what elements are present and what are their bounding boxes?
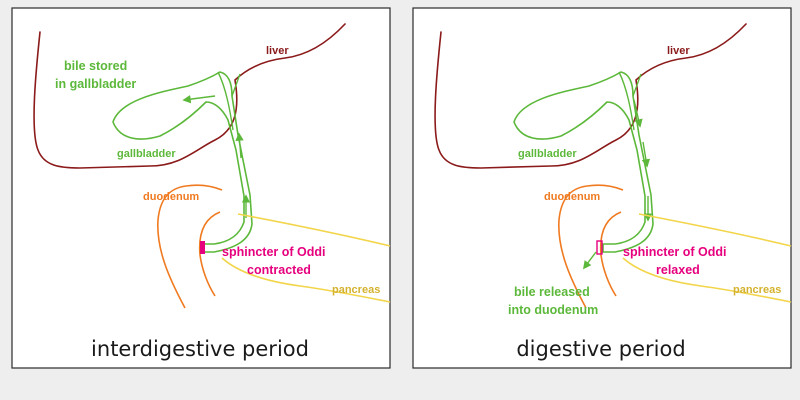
label-in-gallbladder: in gallbladder	[55, 77, 136, 91]
gallbladder-duct-outline	[112, 71, 253, 253]
sphincter-of-oddi-relaxed	[596, 240, 603, 255]
label-duodenum: duodenum	[143, 191, 199, 203]
pancreas-outline	[622, 213, 792, 303]
label-into-duodenum: into duodenum	[508, 303, 598, 317]
caption-interdigestive: interdigestive period	[91, 337, 309, 361]
label-duodenum: duodenum	[544, 191, 600, 203]
bile-flow-arrow	[182, 94, 216, 104]
duodenum-outer	[558, 185, 588, 309]
panel-digestive: liver gallbladder duodenum sphincter of …	[412, 7, 792, 369]
label-bile-released: bile released	[514, 285, 590, 299]
hepatic-duct	[217, 71, 241, 131]
bile-flow-arrow	[641, 141, 651, 168]
hepatic-duct	[618, 71, 642, 131]
label-relaxed: relaxed	[656, 263, 700, 277]
panel-background	[412, 7, 792, 369]
label-liver: liver	[266, 45, 289, 57]
label-liver: liver	[667, 45, 690, 57]
label-gallbladder: gallbladder	[518, 148, 577, 160]
sphincter-of-oddi-contracted	[200, 241, 205, 254]
liver-outline	[33, 23, 346, 169]
label-bile-stored: bile stored	[64, 59, 127, 73]
duodenum-outer	[157, 185, 187, 309]
label-gallbladder: gallbladder	[117, 148, 176, 160]
liver-outline	[434, 23, 747, 169]
bile-flow-arrow	[235, 132, 244, 159]
duodenum-top	[586, 184, 624, 191]
label-sphincter: sphincter of Oddi	[222, 245, 325, 259]
label-pancreas: pancreas	[733, 284, 781, 296]
bile-flow-arrow	[633, 99, 643, 128]
caption-digestive: digestive period	[516, 337, 685, 361]
duodenum-inner	[198, 211, 221, 297]
duodenum-top	[185, 184, 223, 191]
panel-background	[11, 7, 391, 369]
gallbladder-duct-outline	[513, 71, 654, 253]
duodenum-inner	[599, 211, 622, 297]
pancreas-outline	[221, 213, 391, 303]
label-sphincter: sphincter of Oddi	[623, 245, 726, 259]
bile-flow-arrow	[582, 251, 597, 270]
label-pancreas: pancreas	[332, 284, 380, 296]
panel-interdigestive: liver bile stored in gallbladder gallbla…	[11, 7, 391, 369]
label-contracted: contracted	[247, 263, 311, 277]
